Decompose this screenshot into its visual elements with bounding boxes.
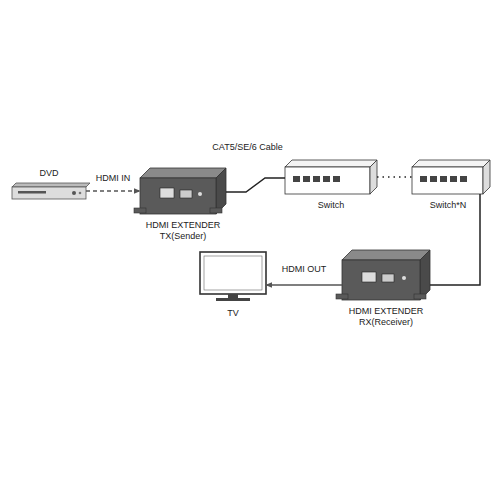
- cable-connector: [226, 178, 285, 192]
- device-node: Switch: [285, 160, 377, 194]
- device-node: Switch*N: [412, 160, 484, 194]
- edge-label: CAT5/SE/6 Cable: [210, 142, 284, 153]
- cable-connector: [377, 176, 412, 178]
- tv-monitor: [200, 252, 266, 301]
- device-node: HDMI EXTENDER RX(Receiver): [342, 250, 430, 300]
- edge-label: HDMI IN: [94, 173, 133, 184]
- rx-extender: [336, 250, 430, 300]
- tx-extender: [134, 168, 226, 214]
- edge-label: HDMI OUT: [280, 264, 329, 275]
- dvd-player: [12, 183, 90, 199]
- device-label: TV: [208, 308, 258, 319]
- device-label: HDMI EXTENDER TX(Sender): [133, 220, 233, 242]
- device-label: DVD: [19, 168, 79, 179]
- cable-connector: [86, 190, 140, 192]
- device-label: HDMI EXTENDER RX(Receiver): [336, 306, 436, 328]
- device-node: HDMI EXTENDER TX(Sender): [140, 168, 226, 214]
- device-node: DVD: [12, 183, 86, 199]
- device-node: TV: [200, 252, 266, 302]
- cable-connector: [266, 284, 342, 286]
- network-switch: [285, 160, 377, 194]
- network-switch-n: [412, 160, 490, 194]
- device-label: Switch: [296, 200, 366, 211]
- device-label: Switch*N: [420, 200, 476, 211]
